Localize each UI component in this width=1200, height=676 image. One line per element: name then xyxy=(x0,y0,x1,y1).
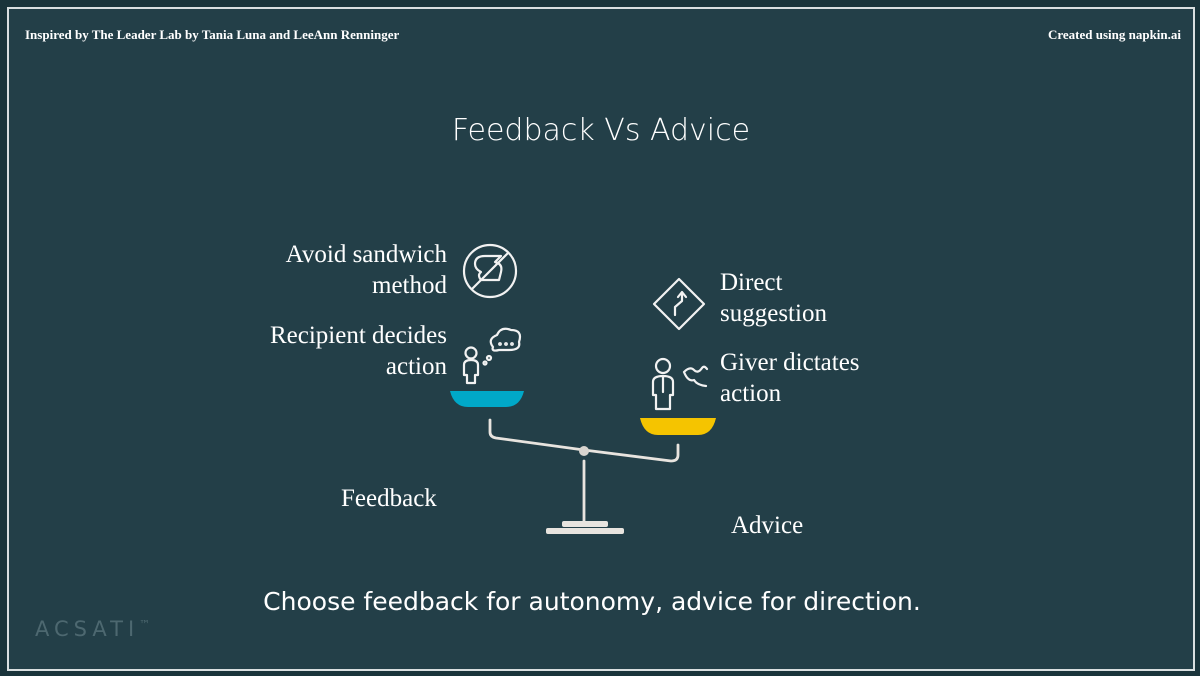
attribution-text: Inspired by The Leader Lab by Tania Luna… xyxy=(25,27,400,42)
road-sign-icon xyxy=(652,277,706,331)
no-sandwich-icon xyxy=(462,243,518,299)
watermark-text: ACSATI xyxy=(35,617,140,641)
advice-item-direct: Direct suggestion xyxy=(720,269,827,327)
advice-label: Advice xyxy=(731,512,804,539)
feedback-label: Feedback xyxy=(341,485,437,512)
scale-pivot xyxy=(579,446,589,456)
credit-text: Created using napkin.ai xyxy=(1047,27,1181,42)
feedback-pan xyxy=(450,391,524,407)
balance-scale-diagram xyxy=(450,243,716,534)
slide-frame: Inspired by The Leader Lab by Tania Luna… xyxy=(7,7,1195,671)
trademark: ™ xyxy=(139,618,151,631)
recipient-thinking-icon xyxy=(462,327,522,385)
feedback-item-sandwich: Avoid sandwich method xyxy=(285,241,447,299)
speaker-giver-icon xyxy=(651,357,709,411)
scale-base-top xyxy=(562,521,608,527)
scale-beam xyxy=(488,418,680,525)
page-title: Feedback Vs Advice xyxy=(451,113,751,148)
scale-base xyxy=(546,528,624,534)
feedback-item-recipient: Recipient decides action xyxy=(269,322,447,380)
advice-pan xyxy=(640,418,716,435)
conclusion-text: Choose feedback for autonomy, advice for… xyxy=(263,587,921,616)
advice-item-giver: Giver dictates action xyxy=(720,349,860,407)
watermark-logo: ACSATI™ xyxy=(35,617,150,641)
